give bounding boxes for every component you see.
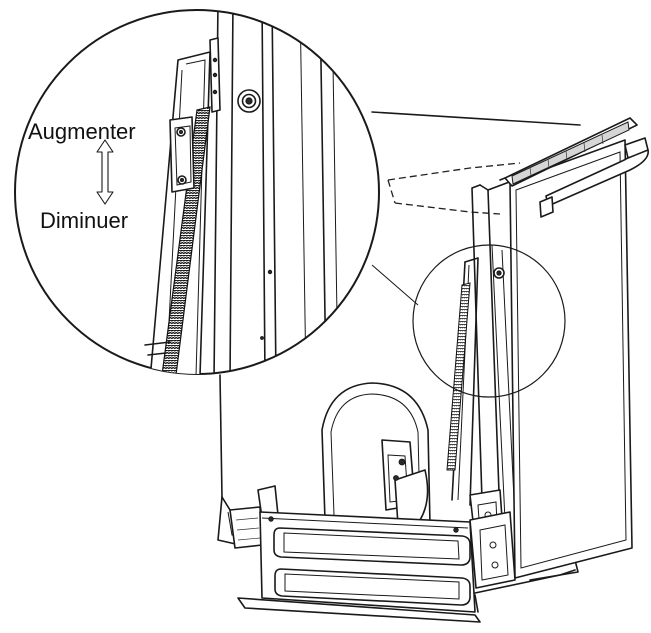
detail-callout-circle bbox=[412, 244, 566, 398]
door-front bbox=[499, 117, 638, 579]
decrease-label: Diminuer bbox=[40, 208, 128, 233]
inner-arch-panel bbox=[321, 382, 431, 526]
adjust-arrow-icon bbox=[96, 139, 114, 205]
door-handle bbox=[539, 137, 649, 218]
increase-label: Augmenter bbox=[28, 119, 136, 144]
zoom-detail-view bbox=[14, 9, 380, 375]
callout-leader-line bbox=[371, 264, 419, 306]
lower-tray bbox=[229, 485, 516, 623]
